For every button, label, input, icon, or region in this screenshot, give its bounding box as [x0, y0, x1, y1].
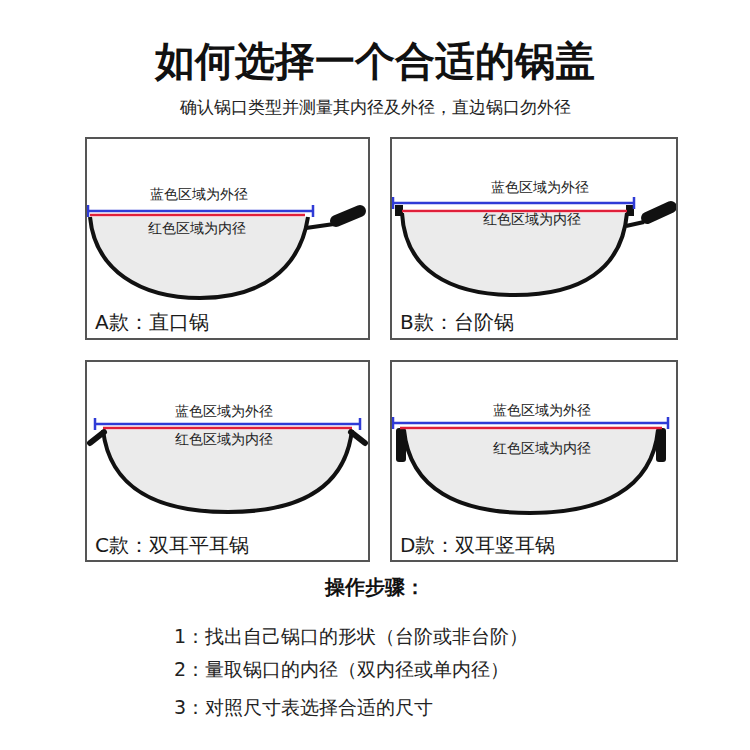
pot-d [393, 417, 668, 513]
pot-type-caption: B款：台阶锅 [400, 309, 514, 336]
outer-diameter-note: 蓝色区域为外径 [493, 402, 591, 420]
pot-type-panel: 蓝色区域为外径红色区域为内径 C款：双耳平耳锅 [85, 360, 370, 562]
step-text: 3：对照尺寸表选择合适的尺寸 [174, 695, 433, 721]
pot-type-caption: D款：双耳竖耳锅 [400, 532, 555, 559]
inner-diameter-note: 红色区域为内径 [483, 211, 581, 229]
steps-heading: 操作步骤： [325, 574, 425, 601]
outer-diameter-note: 蓝色区域为外径 [150, 186, 248, 204]
page-title: 如何选择一个合适的锅盖 [155, 34, 595, 89]
pot-type-caption: C款：双耳平耳锅 [95, 532, 249, 559]
pot-c [90, 418, 365, 512]
inner-diameter-note: 红色区域为内径 [493, 440, 591, 458]
inner-diameter-note: 红色区域为内径 [175, 431, 273, 449]
pot-type-panel: 蓝色区域为外径红色区域为内径 B款：台阶锅 [390, 137, 678, 340]
outer-diameter-note: 蓝色区域为外径 [175, 403, 273, 421]
step-text: 2：量取锅口的内径（双内径或单内径） [174, 657, 509, 683]
pot-b [393, 197, 671, 295]
pot-type-panel: 蓝色区域为外径红色区域为内径 D款：双耳竖耳锅 [390, 360, 678, 562]
inner-diameter-note: 红色区域为内径 [148, 220, 246, 238]
step-text: 1：找出自己锅口的形状（台阶或非台阶） [174, 624, 528, 650]
pot-type-panel: 蓝色区域为外径红色区域为内径 A款：直口锅 [85, 137, 370, 340]
pot-a [88, 205, 360, 298]
outer-diameter-note: 蓝色区域为外径 [491, 179, 589, 197]
pot-type-caption: A款：直口锅 [95, 309, 209, 336]
subtitle-note: 确认锅口类型并测量其内径及外径，直边锅口勿外径 [180, 96, 571, 119]
